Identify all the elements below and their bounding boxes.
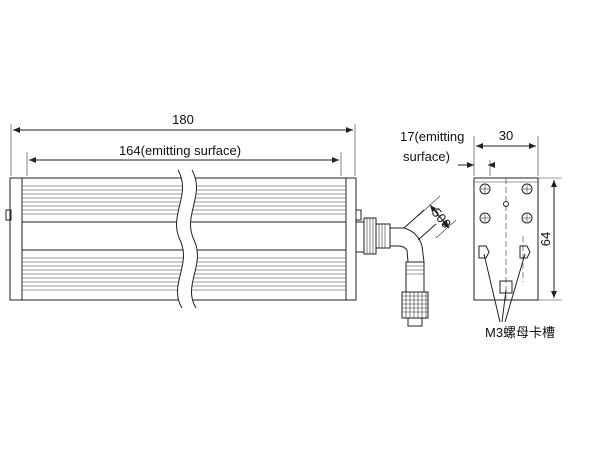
slot-leader-lines <box>483 253 526 323</box>
emitting-length-dimension: 164(emitting surface) <box>26 143 342 176</box>
overall-length-dimension: 180 <box>10 112 356 176</box>
side-width-dimension: 30 <box>473 128 539 176</box>
cable-connector: 500 <box>355 195 457 327</box>
side-height-dimension: 64 <box>538 177 562 301</box>
side-height-label: 64 <box>538 232 553 246</box>
side-view: 17(emitting surface) 30 <box>400 128 562 340</box>
nut-slots <box>478 245 531 294</box>
side-width-label: 30 <box>499 128 513 143</box>
light-housing <box>5 169 362 309</box>
emitting-length-label: 164(emitting surface) <box>119 143 241 158</box>
screw-icons <box>479 183 533 224</box>
break-symbol <box>176 169 198 309</box>
side-emitting-label-line1: 17(emitting <box>400 129 464 144</box>
slot-note-label: M3螺母卡槽 <box>485 325 555 340</box>
front-view: 180 164(emitting surface) <box>5 112 457 327</box>
overall-length-label: 180 <box>172 112 194 127</box>
side-emitting-label-line2: surface) <box>403 149 450 164</box>
